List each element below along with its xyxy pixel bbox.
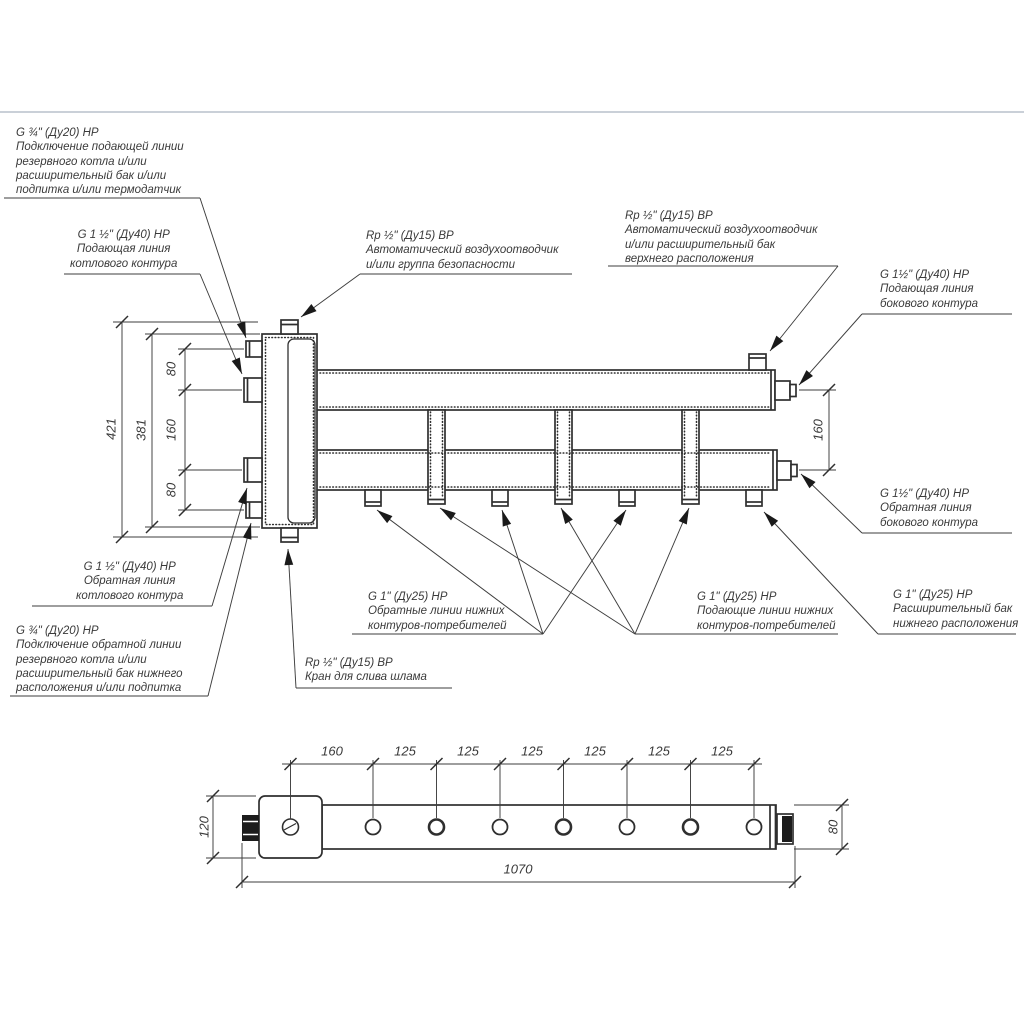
dimension-ticks	[115, 315, 849, 889]
plan-right-fitting	[776, 813, 794, 845]
leader-lines	[4, 197, 1016, 697]
callout-lower-supplies: G 1" (Ду25) НР Подающие линии нижних кон…	[697, 591, 836, 632]
supply-manifold-bar	[314, 353, 797, 411]
dim-port-offset-bottom: 80	[163, 482, 179, 498]
lower-supply-connectors	[427, 409, 700, 505]
dim-port-spacing-mid: 160	[163, 419, 179, 441]
page-divider-rule	[0, 111, 1024, 113]
callout-air-vent-left: Rp ½" (Ду15) ВР Автоматический воздухоот…	[366, 230, 559, 271]
dim-plan-block-width: 120	[196, 816, 212, 838]
dim-plan-pitch-3: 125	[521, 743, 543, 759]
dim-plan-pitch-1: 125	[394, 743, 416, 759]
dim-plan-pitch-2: 125	[457, 743, 479, 759]
leader-arrowheads	[231, 304, 816, 566]
callout-lower-returns: G 1" (Ду25) НР Обратные линии нижних кон…	[368, 591, 507, 632]
dim-plan-bar-width: 80	[825, 819, 841, 835]
separator-body	[261, 319, 318, 543]
callout-boiler-return: G 1 ½" (Ду40) НР Обратная линия котловог…	[76, 561, 184, 602]
dim-side-circuit-spacing: 160	[810, 419, 826, 441]
dim-overall-height: 421	[103, 418, 119, 440]
plan-port-circles	[364, 818, 763, 836]
plan-left-fitting	[242, 815, 259, 841]
dim-body-height: 381	[133, 419, 149, 441]
dim-plan-total-length: 1070	[503, 861, 533, 877]
callout-side-supply: G 1½" (Ду40) НР Подающая линия бокового …	[880, 269, 978, 310]
callout-return-backup-bottom: G ¾" (Ду20) НР Подключение обратной лини…	[16, 625, 183, 695]
boiler-side-stubs	[243, 340, 263, 519]
callout-expansion-bottom: G 1" (Ду25) НР Расширительный бак нижнег…	[893, 589, 1019, 630]
plan-bar	[321, 804, 777, 850]
callout-drain: Rp ½" (Ду15) ВР Кран для слива шлама	[305, 657, 427, 684]
callout-boiler-supply: G 1 ½" (Ду40) НР Подающая линия котловог…	[70, 229, 178, 270]
dim-plan-first-pitch: 160	[321, 743, 343, 759]
dim-plan-pitch-4: 125	[584, 743, 606, 759]
plan-view	[242, 795, 794, 859]
dim-plan-pitch-5: 125	[648, 743, 670, 759]
dim-plan-pitch-6: 125	[711, 743, 733, 759]
dimension-lines	[113, 321, 849, 888]
dim-port-offset-top: 80	[163, 361, 179, 377]
callout-side-return: G 1½" (Ду40) НР Обратная линия бокового …	[880, 488, 978, 529]
callout-air-vent-right: Rp ½" (Ду15) ВР Автоматический воздухоот…	[625, 210, 818, 265]
lower-return-stubs	[364, 489, 763, 507]
callout-supply-backup-top: G ¾" (Ду20) НР Подключение подающей лини…	[16, 127, 184, 197]
side-view	[243, 319, 798, 543]
insulation-dots	[264, 336, 772, 526]
